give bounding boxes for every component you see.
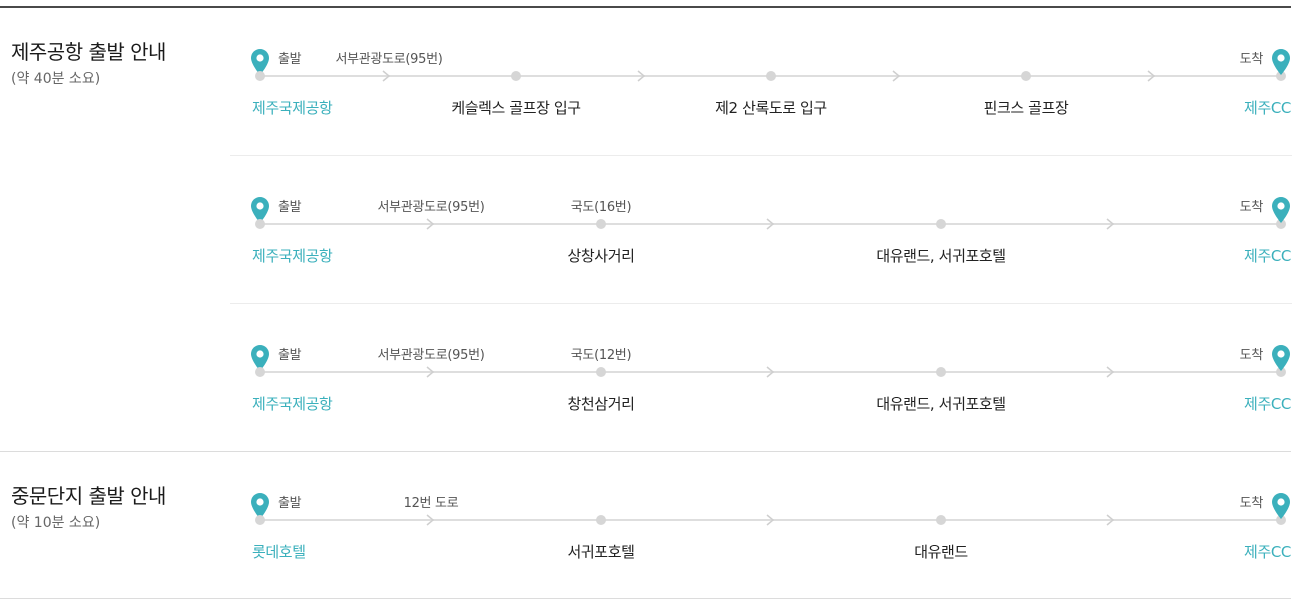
section-title: 제주공항 출발 안내 [11, 40, 166, 64]
origin-name: 제주국제공항 [252, 247, 333, 265]
chevron-right-icon [766, 366, 775, 378]
road-label: 서부관광도로(95번) [377, 348, 485, 363]
route-dot [596, 515, 606, 525]
destination-name: 제주CC [1244, 99, 1291, 117]
destination-name: 제주CC [1244, 543, 1291, 561]
stop-name: 대유랜드 [914, 543, 968, 561]
chevron-right-icon [382, 70, 391, 82]
arrive-pin-icon [1272, 49, 1290, 75]
chevron-right-icon [637, 70, 646, 82]
depart-label: 출발 [278, 496, 302, 511]
top-divider [0, 6, 1291, 8]
route-airport-2: 출발 서부관광도로(95번) 국도(16번) 도착 제주국제공항 상창사거리 대… [230, 148, 1292, 296]
route-dot [511, 71, 521, 81]
route-dot [936, 515, 946, 525]
route-jungmun-1: 출발 12번 도로 도착 롯데호텔 서귀포호텔 대유랜드 제주CC [230, 444, 1292, 592]
route-dot [255, 515, 265, 525]
section-divider [0, 598, 1291, 599]
route-dot [1276, 515, 1286, 525]
stop-name: 핀크스 골프장 [983, 99, 1069, 117]
route-dot [1276, 71, 1286, 81]
depart-pin-icon [251, 49, 269, 75]
road-label: 국도(16번) [570, 200, 632, 215]
route-line [260, 371, 1281, 373]
route-dot [936, 367, 946, 377]
chevron-right-icon [766, 218, 775, 230]
route-dot [1276, 219, 1286, 229]
route-divider [230, 155, 1292, 156]
stop-name: 대유랜드, 서귀포호텔 [876, 395, 1006, 413]
chevron-right-icon [1147, 70, 1156, 82]
route-dot [596, 367, 606, 377]
arrive-label: 도착 [1239, 496, 1264, 511]
section-duration: (약 10분 소요) [11, 515, 101, 531]
chevron-right-icon [766, 514, 775, 526]
destination-name: 제주CC [1244, 395, 1291, 413]
arrive-pin-icon [1272, 493, 1290, 519]
section-divider [0, 451, 1291, 452]
route-dot [255, 367, 265, 377]
road-label: 국도(12번) [570, 348, 632, 363]
chevron-right-icon [426, 514, 435, 526]
stop-name: 대유랜드, 서귀포호텔 [876, 247, 1006, 265]
arrive-label: 도착 [1239, 52, 1264, 67]
chevron-right-icon [1106, 514, 1115, 526]
origin-name: 제주국제공항 [252, 395, 333, 413]
stop-name: 상창사거리 [567, 247, 635, 265]
origin-name: 롯데호텔 [252, 543, 306, 561]
depart-label: 출발 [278, 348, 302, 363]
section-duration: (약 40분 소요) [11, 71, 101, 87]
chevron-right-icon [892, 70, 901, 82]
route-dot [255, 219, 265, 229]
chevron-right-icon [1106, 218, 1115, 230]
destination-name: 제주CC [1244, 247, 1291, 265]
stop-name: 케슬렉스 골프장 입구 [451, 99, 581, 117]
depart-pin-icon [251, 493, 269, 519]
road-label: 서부관광도로(95번) [377, 200, 485, 215]
route-dot [596, 219, 606, 229]
chevron-right-icon [426, 218, 435, 230]
depart-label: 출발 [278, 200, 302, 215]
stop-name: 창천삼거리 [567, 395, 635, 413]
depart-pin-icon [251, 345, 269, 371]
stop-name: 제2 산록도로 입구 [715, 99, 827, 117]
chevron-right-icon [426, 366, 435, 378]
arrive-label: 도착 [1239, 200, 1264, 215]
arrive-pin-icon [1272, 197, 1290, 223]
route-divider [230, 303, 1292, 304]
chevron-right-icon [1106, 366, 1115, 378]
route-dot [1276, 367, 1286, 377]
depart-label: 출발 [278, 52, 302, 67]
route-line [260, 519, 1281, 521]
route-line [260, 223, 1281, 225]
section-title: 중문단지 출발 안내 [11, 484, 166, 508]
route-dot [1021, 71, 1031, 81]
road-label: 서부관광도로(95번) [335, 52, 443, 67]
route-dot [255, 71, 265, 81]
road-label: 12번 도로 [403, 496, 459, 511]
stop-name: 서귀포호텔 [567, 543, 635, 561]
route-dot [936, 219, 946, 229]
arrive-pin-icon [1272, 345, 1290, 371]
route-dot [766, 71, 776, 81]
route-airport-3: 출발 서부관광도로(95번) 국도(12번) 도착 제주국제공항 창천삼거리 대… [230, 296, 1292, 444]
arrive-label: 도착 [1239, 348, 1264, 363]
route-airport-1: 출발 서부관광도로(95번) 도착 제주국제공항 케슬렉스 골프장 입구 제2 … [230, 0, 1292, 148]
depart-pin-icon [251, 197, 269, 223]
origin-name: 제주국제공항 [252, 99, 333, 117]
